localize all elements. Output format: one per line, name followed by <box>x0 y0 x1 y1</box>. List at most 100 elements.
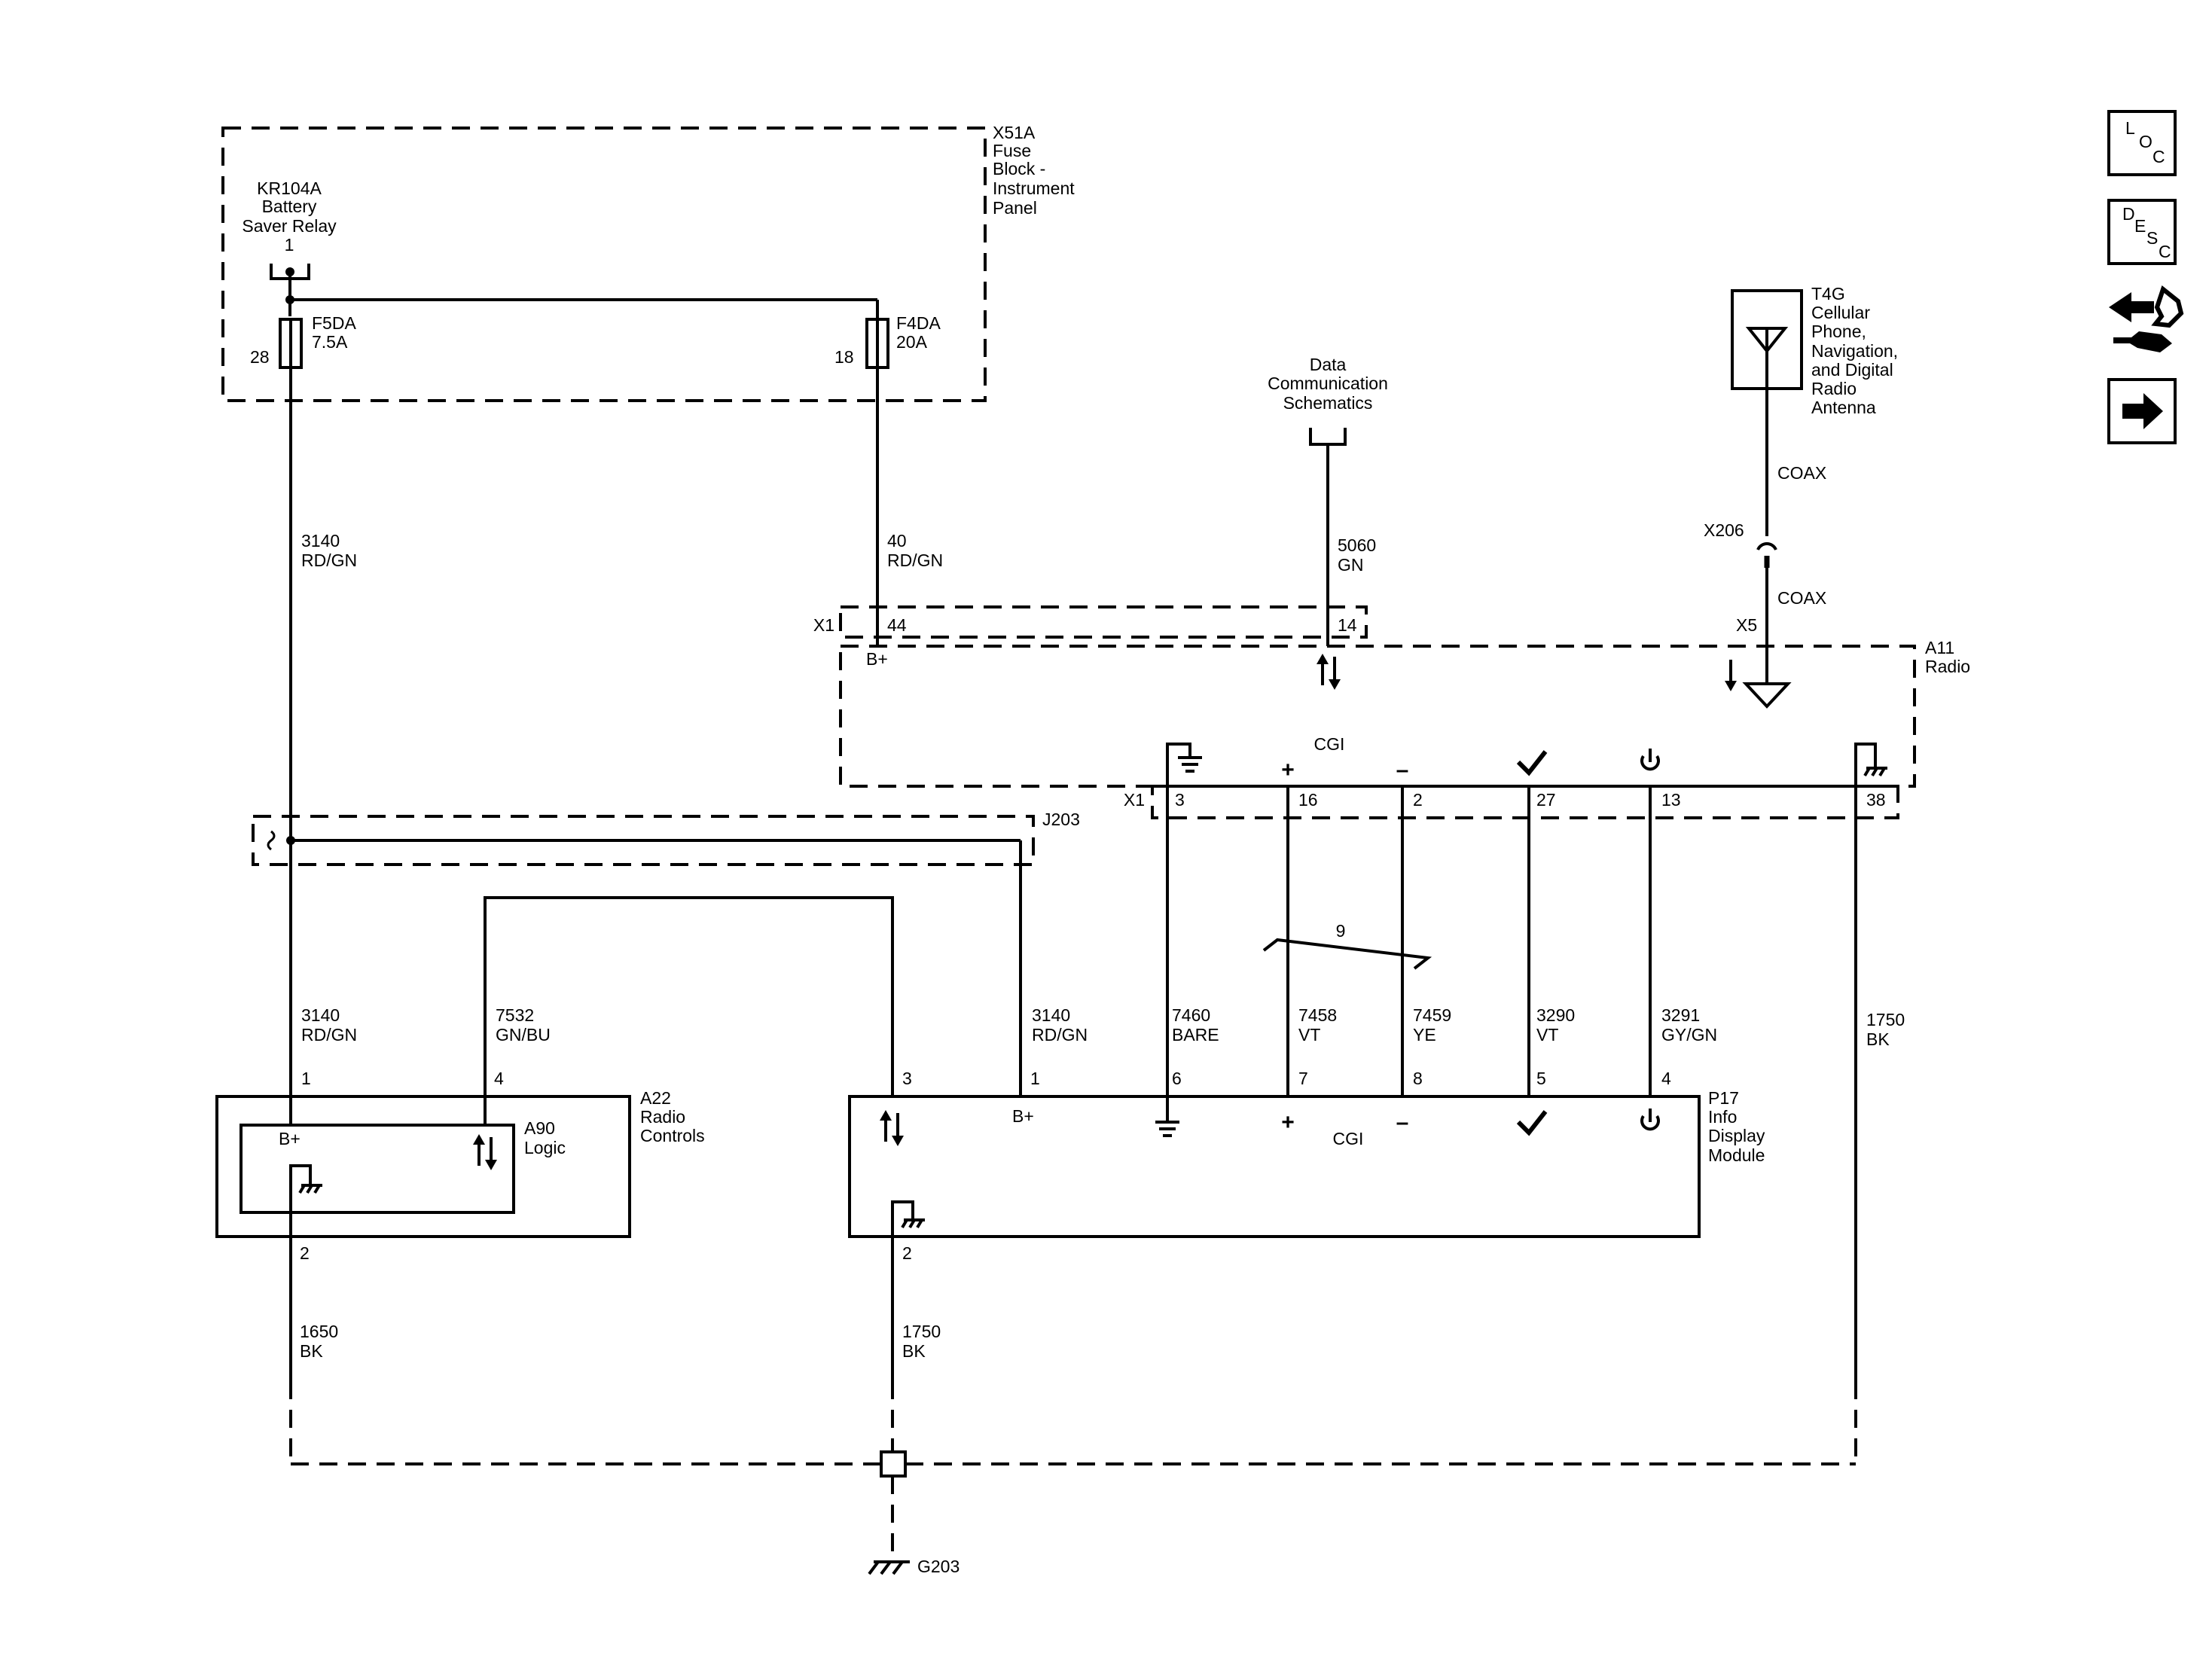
svg-text:4: 4 <box>1661 1069 1671 1088</box>
x5-antenna-icon <box>1742 682 1792 709</box>
svg-text:5: 5 <box>1536 1069 1546 1088</box>
svg-text:D: D <box>2122 204 2135 224</box>
svg-text:3: 3 <box>902 1069 912 1088</box>
svg-text:2: 2 <box>1413 790 1423 810</box>
radio-check-icon <box>1516 750 1548 776</box>
svg-text:Battery: Battery <box>262 197 317 216</box>
a22-label: A22 Radio Controls <box>640 1088 705 1145</box>
svg-text:S: S <box>2146 228 2158 248</box>
x206-connector-icon <box>1756 542 1777 550</box>
svg-text:KR104A: KR104A <box>257 178 322 198</box>
svg-text:L: L <box>2125 118 2135 138</box>
a90-logic-box <box>240 1124 515 1214</box>
svg-text:Panel: Panel <box>993 198 1037 218</box>
svg-text:Navigation,: Navigation, <box>1811 341 1898 361</box>
svg-text:5060: 5060 <box>1338 535 1376 555</box>
p17-chassis-ground-icon <box>891 1200 925 1237</box>
svg-text:Info: Info <box>1708 1107 1737 1127</box>
a22-data-arrows-icon <box>473 1134 497 1170</box>
connector-tools-icon[interactable] <box>2109 285 2184 352</box>
svg-text:X1: X1 <box>813 615 834 635</box>
svg-text:14: 14 <box>1338 615 1357 635</box>
relay-label: KR104A Battery Saver Relay 1 <box>242 178 337 255</box>
g203-ground-icon <box>868 1560 910 1575</box>
fuse-f5da-pin: 28 <box>250 347 270 367</box>
p17-cgi-label: CGI <box>1333 1129 1364 1148</box>
splice-j203-label: J203 <box>1042 810 1080 829</box>
svg-text:RD/GN: RD/GN <box>301 550 357 570</box>
relay-node <box>285 267 294 276</box>
svg-text:C: C <box>2159 242 2171 261</box>
x5-label: X5 <box>1736 615 1757 635</box>
svg-text:BK: BK <box>300 1341 323 1361</box>
svg-text:A11: A11 <box>1925 638 1954 657</box>
p17-info-display-module-box <box>848 1095 1701 1238</box>
svg-text:1650: 1650 <box>300 1322 338 1341</box>
svg-text:RD/GN: RD/GN <box>887 550 943 570</box>
svg-text:3290: 3290 <box>1536 1005 1575 1025</box>
p17-signal-ground-icon <box>1155 1096 1179 1137</box>
svg-text:1750: 1750 <box>1866 1010 1905 1029</box>
svg-text:44: 44 <box>887 615 907 635</box>
a22-radio-controls-box <box>215 1095 631 1238</box>
g203-label: G203 <box>917 1557 960 1576</box>
svg-text:7460: 7460 <box>1172 1005 1210 1025</box>
svg-text:RD/GN: RD/GN <box>1032 1025 1088 1045</box>
p17-bplus-label: B+ <box>1012 1106 1034 1126</box>
radio-x1-top-connector <box>839 605 1368 639</box>
svg-text:Cellular: Cellular <box>1811 303 1870 322</box>
arrow-right-icon <box>2122 393 2163 429</box>
svg-text:7458: 7458 <box>1298 1005 1337 1025</box>
p17-minus-icon: – <box>1396 1110 1409 1135</box>
fuse-f5da-rating: 7.5A <box>312 332 348 352</box>
svg-text:T4G: T4G <box>1811 284 1845 303</box>
radio-ground-icon <box>1178 756 1202 773</box>
svg-text:RD/GN: RD/GN <box>301 1025 357 1045</box>
svg-text:O: O <box>2139 132 2153 151</box>
radio-bplus-label: B+ <box>866 649 888 669</box>
radio-label: A11 Radio <box>1925 638 1970 676</box>
fuse-f4da-rating: 20A <box>896 332 928 352</box>
svg-text:8: 8 <box>1413 1069 1423 1088</box>
radio-chassis-ground-icon <box>1854 743 1887 824</box>
svg-text:BK: BK <box>1866 1029 1890 1049</box>
next-arrow-button[interactable] <box>2107 378 2177 444</box>
svg-text:3140: 3140 <box>301 1005 340 1025</box>
fuse-block-label: X51A Fuse Block - Instrument Panel <box>993 123 1075 218</box>
svg-text:38: 38 <box>1866 790 1886 810</box>
svg-text:Module: Module <box>1708 1145 1765 1165</box>
desc-button[interactable]: D E S C <box>2107 199 2177 265</box>
p17-power-icon <box>1640 1109 1660 1131</box>
p17-check-icon <box>1516 1110 1548 1136</box>
svg-text:Controls: Controls <box>640 1126 705 1145</box>
svg-text:7: 7 <box>1298 1069 1308 1088</box>
svg-text:BK: BK <box>902 1341 926 1361</box>
svg-text:4: 4 <box>494 1069 504 1088</box>
svg-text:Fuse: Fuse <box>993 141 1031 160</box>
twisted-pair-label: 9 <box>1336 921 1346 941</box>
radio-cgi-label: CGI <box>1314 734 1345 754</box>
loc-button[interactable]: L O C <box>2107 110 2177 176</box>
fuse-f5da-name: F5DA <box>312 313 356 333</box>
svg-text:1: 1 <box>285 235 294 255</box>
fuse-f4da-pin: 18 <box>834 347 854 367</box>
svg-text:VT: VT <box>1536 1025 1558 1045</box>
a22-ground-icon <box>289 1164 322 1237</box>
svg-text:C: C <box>2153 147 2165 166</box>
svg-text:Schematics: Schematics <box>1283 393 1373 413</box>
radio-x1-bottom-connector <box>1151 785 1899 819</box>
radio-data-arrows-icon <box>1317 654 1341 690</box>
svg-text:Antenna: Antenna <box>1811 398 1876 417</box>
svg-text:13: 13 <box>1661 790 1681 810</box>
svg-text:3140: 3140 <box>1032 1005 1070 1025</box>
svg-text:X1: X1 <box>1124 790 1145 810</box>
svg-text:6: 6 <box>1172 1069 1182 1088</box>
a22-bplus-label: B+ <box>279 1129 301 1148</box>
svg-text:E: E <box>2134 216 2146 236</box>
splice-j203-outline <box>252 815 1035 866</box>
svg-text:GN: GN <box>1338 555 1364 575</box>
p17-label: P17 Info Display Module <box>1708 1088 1765 1165</box>
x206-label: X206 <box>1704 520 1744 540</box>
antenna-label: T4G Cellular Phone, Navigation, and Digi… <box>1811 284 1898 417</box>
svg-text:Data: Data <box>1310 355 1347 374</box>
